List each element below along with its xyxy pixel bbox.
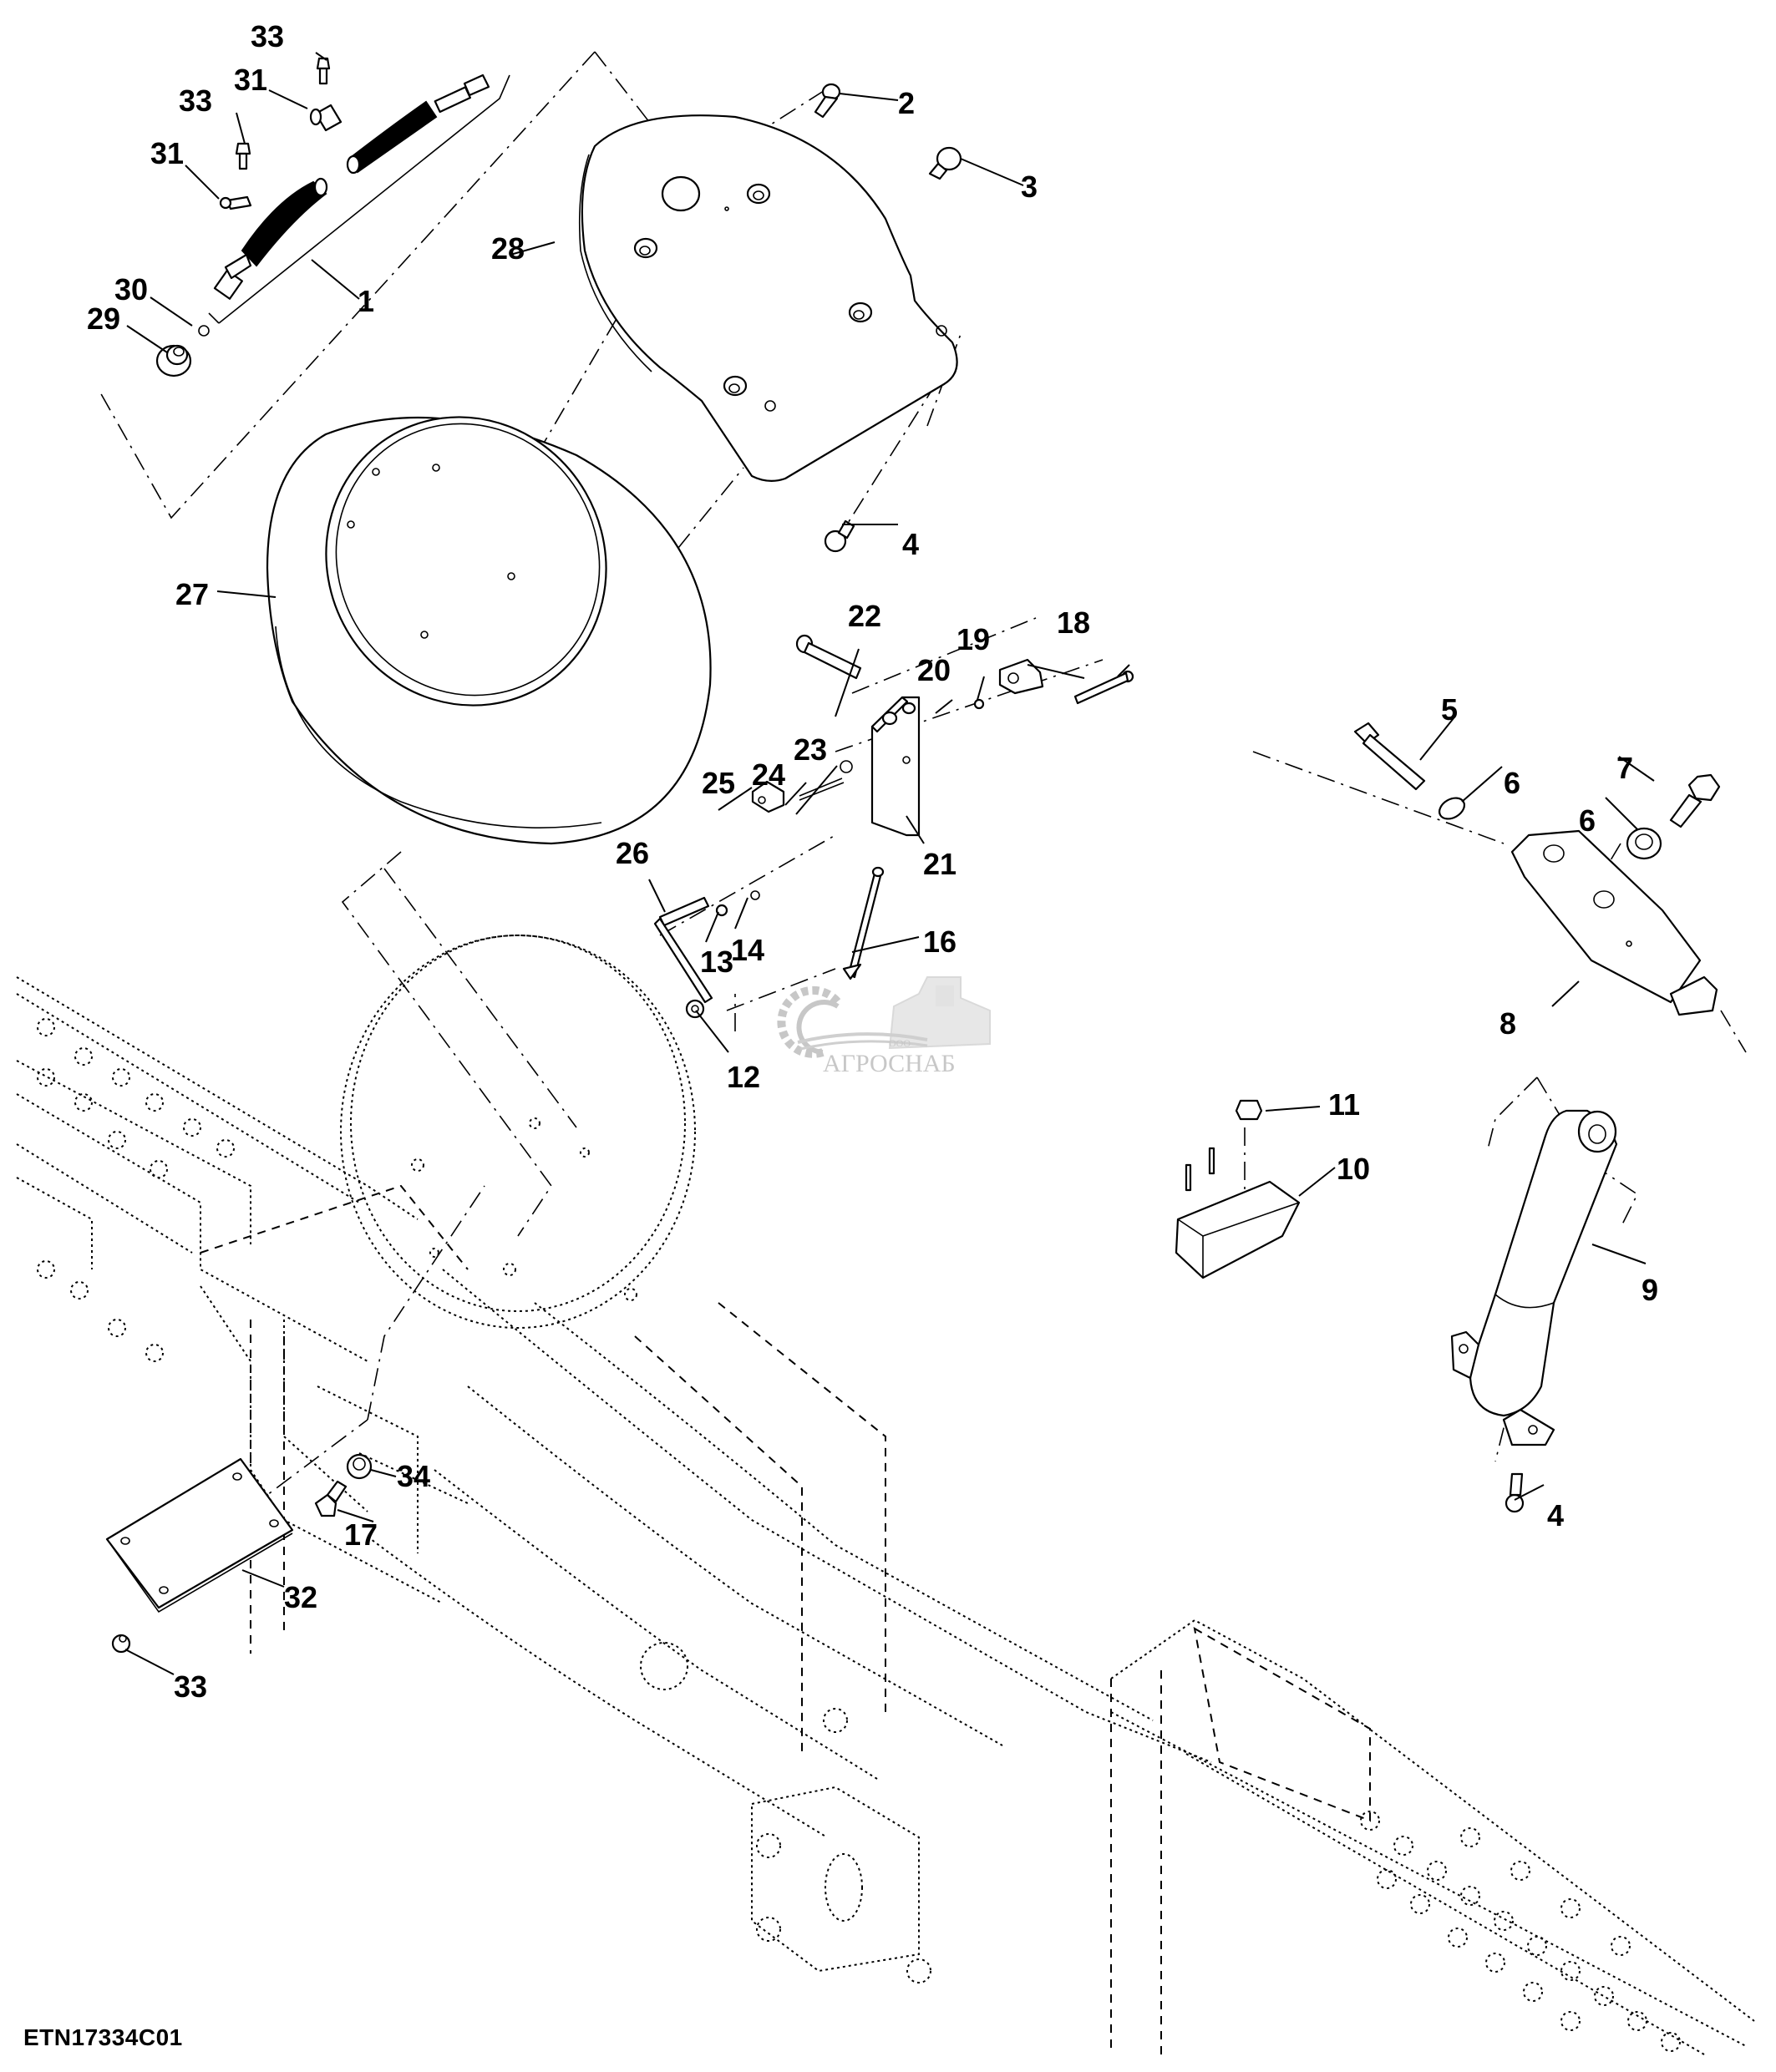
callout-25: 25 bbox=[702, 766, 735, 800]
part-7-bolt bbox=[1669, 773, 1721, 828]
part-34-washer bbox=[346, 1453, 373, 1480]
callout-4: 4 bbox=[1547, 1498, 1564, 1532]
part-10-bump-stop bbox=[1175, 1147, 1301, 1279]
part-4-bolt-upper bbox=[824, 519, 855, 553]
callout-17: 17 bbox=[344, 1517, 378, 1552]
part-23-snap-ring bbox=[840, 760, 853, 773]
callout-22: 22 bbox=[848, 599, 881, 633]
part-26-link bbox=[653, 896, 713, 1004]
callout-18: 18 bbox=[1057, 605, 1090, 640]
part-27-air-spring bbox=[266, 416, 712, 845]
combine-harvester-icon bbox=[888, 976, 991, 1050]
part-24-shaft bbox=[799, 778, 845, 801]
watermark-logo: ООО АГРОСНАБ bbox=[777, 976, 991, 1077]
callout-24: 24 bbox=[752, 757, 785, 792]
part-16-link-rod bbox=[842, 866, 885, 980]
callouts: 33 31 33 31 1 30 29 2 3 28 4 27 22 19 20… bbox=[87, 19, 1658, 1704]
callout-21: 21 bbox=[923, 847, 957, 881]
gear-icon bbox=[777, 985, 841, 1058]
callout-26: 26 bbox=[616, 836, 649, 870]
callout-30: 30 bbox=[114, 272, 148, 306]
callout-8: 8 bbox=[1499, 1006, 1516, 1041]
callout-6: 6 bbox=[1504, 766, 1520, 800]
part-5-bolt bbox=[1353, 722, 1426, 791]
frame-rail-holes-right bbox=[1360, 1811, 1681, 2052]
part-30-o-ring bbox=[198, 325, 210, 337]
callout-29: 29 bbox=[87, 301, 120, 336]
part-6-washer-left bbox=[1438, 797, 1466, 820]
callout-3: 3 bbox=[1021, 170, 1038, 204]
callout-11: 11 bbox=[1328, 1087, 1360, 1122]
callout-34: 34 bbox=[397, 1459, 430, 1493]
part-12-nut bbox=[685, 999, 705, 1019]
part-33-screw-lower bbox=[235, 142, 251, 170]
callout-12: 12 bbox=[727, 1060, 760, 1094]
callout-13: 13 bbox=[700, 945, 733, 979]
part-19-height-valve bbox=[998, 658, 1044, 695]
part-33-screw-upper bbox=[316, 57, 331, 85]
part-2-screw bbox=[814, 83, 841, 119]
callout-7: 7 bbox=[1616, 751, 1633, 785]
callout-6: 6 bbox=[1579, 803, 1596, 838]
part-13-nut bbox=[715, 904, 728, 917]
part-28-mounting-plate bbox=[578, 114, 958, 482]
part-31-clamp-lower bbox=[219, 195, 252, 210]
watermark-prefix: ООО bbox=[889, 1037, 911, 1049]
part-22-bolt bbox=[795, 634, 862, 680]
callout-33: 33 bbox=[174, 1669, 207, 1704]
part-3-bolt bbox=[928, 146, 962, 180]
callout-5: 5 bbox=[1441, 692, 1458, 727]
axle-frame-phantom bbox=[16, 935, 1755, 2055]
callout-9: 9 bbox=[1642, 1273, 1658, 1307]
callout-23: 23 bbox=[794, 732, 827, 767]
part-20-nut bbox=[973, 698, 985, 710]
callout-31: 31 bbox=[150, 136, 184, 170]
part-31-clamp-upper bbox=[309, 104, 343, 132]
part-29-fitting bbox=[155, 344, 192, 377]
part-9-shock-absorber bbox=[1450, 1109, 1618, 1446]
part-32-plate bbox=[105, 1457, 294, 1614]
callout-16: 16 bbox=[923, 925, 957, 959]
part-25-lever bbox=[751, 780, 785, 813]
part-6-washer-right bbox=[1626, 827, 1662, 860]
part-11-nut bbox=[1235, 1099, 1263, 1121]
callout-4: 4 bbox=[902, 527, 919, 561]
callout-19: 19 bbox=[957, 622, 990, 656]
callout-20: 20 bbox=[917, 653, 951, 687]
callout-28: 28 bbox=[491, 231, 525, 266]
callout-33: 33 bbox=[251, 19, 284, 53]
part-8-bracket bbox=[1510, 829, 1718, 1016]
part-1-air-hose bbox=[208, 73, 510, 324]
part-17-bolt bbox=[314, 1480, 348, 1517]
leader-lines bbox=[124, 52, 1655, 1675]
callout-32: 32 bbox=[284, 1580, 317, 1614]
callout-2: 2 bbox=[898, 86, 915, 120]
callout-31: 31 bbox=[234, 63, 267, 97]
frame-rail-holes-left bbox=[37, 1018, 235, 1362]
callout-27: 27 bbox=[175, 577, 209, 611]
part-14-washer bbox=[750, 890, 760, 900]
watermark-name: АГРОСНАБ bbox=[823, 1050, 956, 1077]
part-4-bolt-lower bbox=[1505, 1472, 1525, 1513]
callout-1: 1 bbox=[358, 284, 374, 318]
part-33-screw-lower-left bbox=[111, 1634, 131, 1654]
part-21-valve-bracket bbox=[870, 696, 921, 837]
callout-33: 33 bbox=[179, 84, 212, 118]
callout-10: 10 bbox=[1337, 1152, 1370, 1186]
part-18-screw bbox=[1073, 670, 1134, 705]
callout-14: 14 bbox=[731, 933, 764, 967]
spring-seat-holes bbox=[411, 1117, 637, 1301]
figure-id: ETN17334C01 bbox=[23, 2024, 183, 2050]
